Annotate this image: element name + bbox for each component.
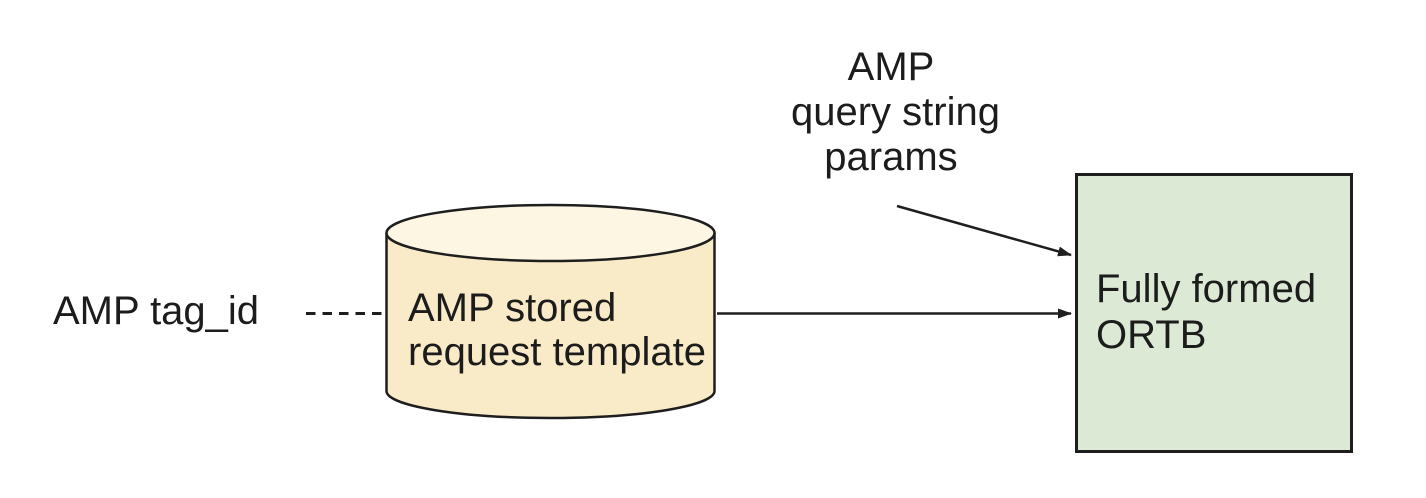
query-string-params-line1: AMP xyxy=(847,45,935,89)
stored-request-label-line2: request template xyxy=(408,330,706,374)
cylinder-shape xyxy=(385,203,716,420)
ortb-box: Fully formed ORTB xyxy=(1075,173,1353,453)
stored-request-label-line1: AMP stored xyxy=(408,286,617,330)
query-string-params-label: AMP query string params xyxy=(791,45,1000,180)
stored-request-cylinder: AMP stored request template xyxy=(385,203,716,420)
ortb-label-line1: Fully formed xyxy=(1096,267,1317,311)
query-string-params-line3: params xyxy=(824,135,958,179)
ortb-label: Fully formed ORTB xyxy=(1096,266,1316,358)
ortb-label-line2: ORTB xyxy=(1096,313,1207,357)
stored-request-label: AMP stored request template xyxy=(408,286,706,374)
querystring-to-ortb-arrow xyxy=(896,204,1072,257)
amp-tag-id-label: AMP tag_id xyxy=(53,289,260,333)
query-string-params-line2: query string xyxy=(791,90,1000,134)
